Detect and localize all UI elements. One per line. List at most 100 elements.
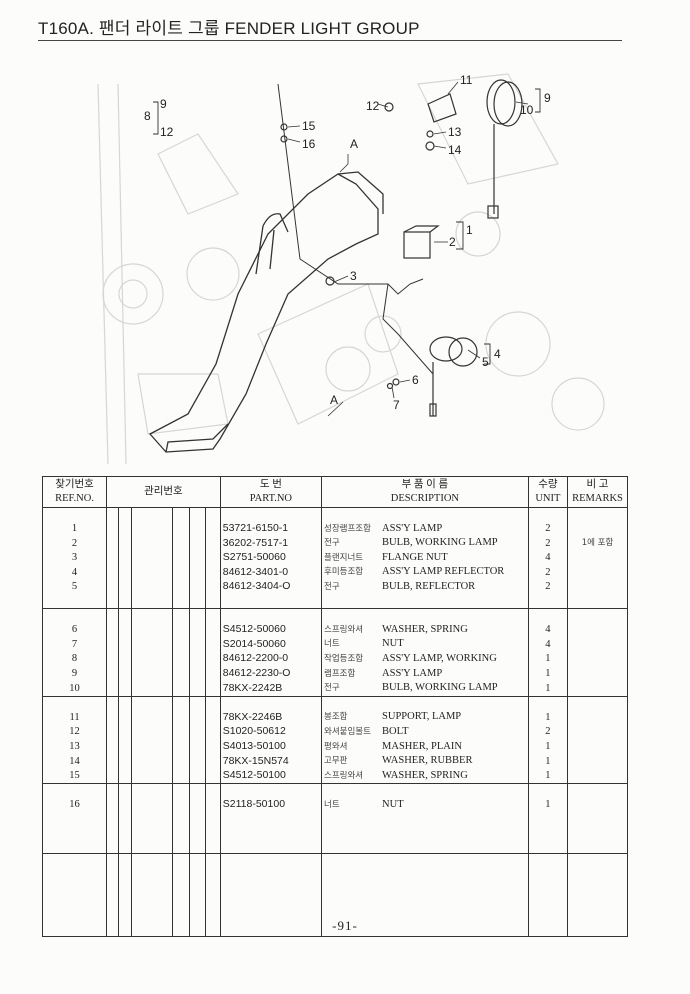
unit-cell: 4 — [527, 637, 568, 652]
mgmt-cell — [118, 724, 132, 740]
korean-name: 고무판 — [324, 756, 348, 767]
mgmt-cell — [106, 724, 120, 740]
mgmt-cell — [172, 739, 190, 755]
part-no-cell: S4512-50060 — [219, 622, 323, 638]
mgmt-cell — [106, 826, 120, 840]
mgmt-cell — [205, 881, 221, 896]
unit-cell: 1 — [527, 754, 568, 769]
english-description: BULB, REFLECTOR — [382, 580, 476, 592]
ref-cell — [41, 783, 108, 798]
wire-harness — [277, 83, 434, 375]
mgmt-cell — [188, 666, 207, 682]
remarks-cell — [566, 853, 629, 868]
mgmt-cell — [106, 622, 120, 638]
remarks-cell — [566, 826, 629, 840]
mgmt-cell — [172, 724, 190, 740]
part-no-cell: S4512-50100 — [219, 768, 323, 784]
ref-cell: 15 — [41, 768, 108, 784]
remarks-cell — [566, 651, 629, 667]
mgmt-cell — [130, 622, 174, 638]
part-no-cell — [219, 867, 323, 882]
mgmt-cell — [188, 681, 207, 697]
mgmt-cell — [188, 922, 207, 937]
mgmt-cell — [205, 550, 221, 566]
mgmt-cell — [118, 637, 132, 652]
mgmt-cell — [172, 608, 190, 623]
remarks-cell — [566, 521, 629, 537]
mgmt-cell — [130, 867, 174, 882]
description-cell — [321, 506, 529, 522]
korean-name: 스프링와셔 — [324, 770, 364, 781]
callout-2: 2 — [449, 235, 456, 249]
part-no-cell: S1020-50612 — [219, 724, 323, 740]
mgmt-cell — [172, 783, 190, 798]
view-arrow-a-bottom: A — [330, 393, 338, 407]
mgmt-cell — [188, 608, 207, 623]
remarks-cell — [566, 812, 629, 827]
table-row — [41, 826, 629, 840]
mgmt-cell — [188, 536, 207, 551]
mgmt-cell — [172, 695, 190, 711]
description-cell — [321, 881, 529, 896]
mgmt-cell — [106, 812, 120, 827]
remarks-cell — [566, 594, 629, 609]
table-row — [41, 783, 629, 798]
mgmt-cell — [188, 637, 207, 652]
reflector-lamp — [386, 336, 478, 417]
remarks-cell — [566, 867, 629, 882]
unit-cell: 2 — [527, 724, 568, 740]
ref-cell: 2 — [41, 536, 108, 551]
unit-cell — [527, 895, 568, 909]
mgmt-cell — [130, 908, 174, 923]
mgmt-cell — [205, 506, 221, 522]
part-no-cell — [219, 881, 323, 896]
part-no-cell: S2751-50060 — [219, 550, 323, 566]
mgmt-cell — [172, 853, 190, 868]
mgmt-cell — [172, 651, 190, 667]
ref-cell: 1 — [41, 521, 108, 537]
part-no-cell — [219, 908, 323, 923]
mgmt-cell — [172, 754, 190, 769]
english-description: BULB, WORKING LAMP — [382, 537, 498, 549]
mgmt-cell — [118, 521, 132, 537]
unit-cell — [527, 506, 568, 522]
mgmt-cell — [130, 797, 174, 813]
mgmt-cell — [205, 710, 221, 725]
ref-cell — [41, 895, 108, 909]
ref-cell: 3 — [41, 550, 108, 566]
korean-name: 전구 — [324, 683, 340, 694]
part-no-cell: 84612-2200-0 — [219, 651, 323, 667]
unit-cell: 2 — [527, 536, 568, 551]
mgmt-cell — [106, 681, 120, 697]
mgmt-cell — [130, 754, 174, 769]
part-no-cell — [219, 608, 323, 623]
mgmt-cell — [118, 622, 132, 638]
mgmt-cell — [130, 608, 174, 623]
table-row — [41, 608, 629, 623]
mgmt-cell — [130, 681, 174, 697]
mgmt-cell — [118, 608, 132, 623]
mgmt-cell — [205, 565, 221, 580]
mgmt-cell — [188, 826, 207, 840]
mgmt-cell — [118, 579, 132, 595]
unit-cell — [527, 812, 568, 827]
mgmt-cell — [172, 666, 190, 682]
header-rule — [38, 40, 622, 41]
mgmt-cell — [118, 881, 132, 896]
callout-13: 13 — [448, 125, 462, 139]
mgmt-cell — [205, 739, 221, 755]
mgmt-cell — [205, 579, 221, 595]
mgmt-cell — [106, 521, 120, 537]
